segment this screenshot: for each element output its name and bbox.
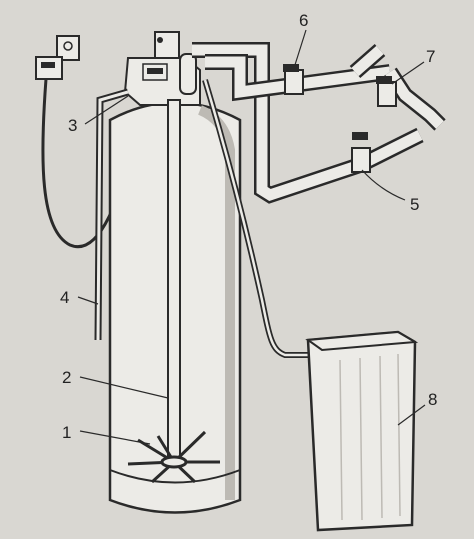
label-2: 2 — [62, 368, 71, 387]
valve-6 — [283, 64, 304, 95]
label-1: 1 — [62, 423, 71, 442]
control-valve — [123, 31, 201, 106]
valve-7 — [376, 76, 397, 107]
label-8: 8 — [428, 390, 437, 409]
label-5: 5 — [410, 195, 419, 214]
label-4: 4 — [60, 288, 69, 307]
label-7: 7 — [426, 47, 435, 66]
distributor — [127, 430, 220, 484]
label-6: 6 — [299, 11, 308, 30]
label-3: 3 — [68, 116, 77, 135]
timer-box — [35, 56, 63, 80]
brine-tank — [305, 330, 419, 532]
wall-outlet — [56, 35, 80, 61]
riser-tube — [167, 99, 181, 463]
leader-lines — [77, 29, 426, 445]
valve-5 — [351, 132, 371, 173]
